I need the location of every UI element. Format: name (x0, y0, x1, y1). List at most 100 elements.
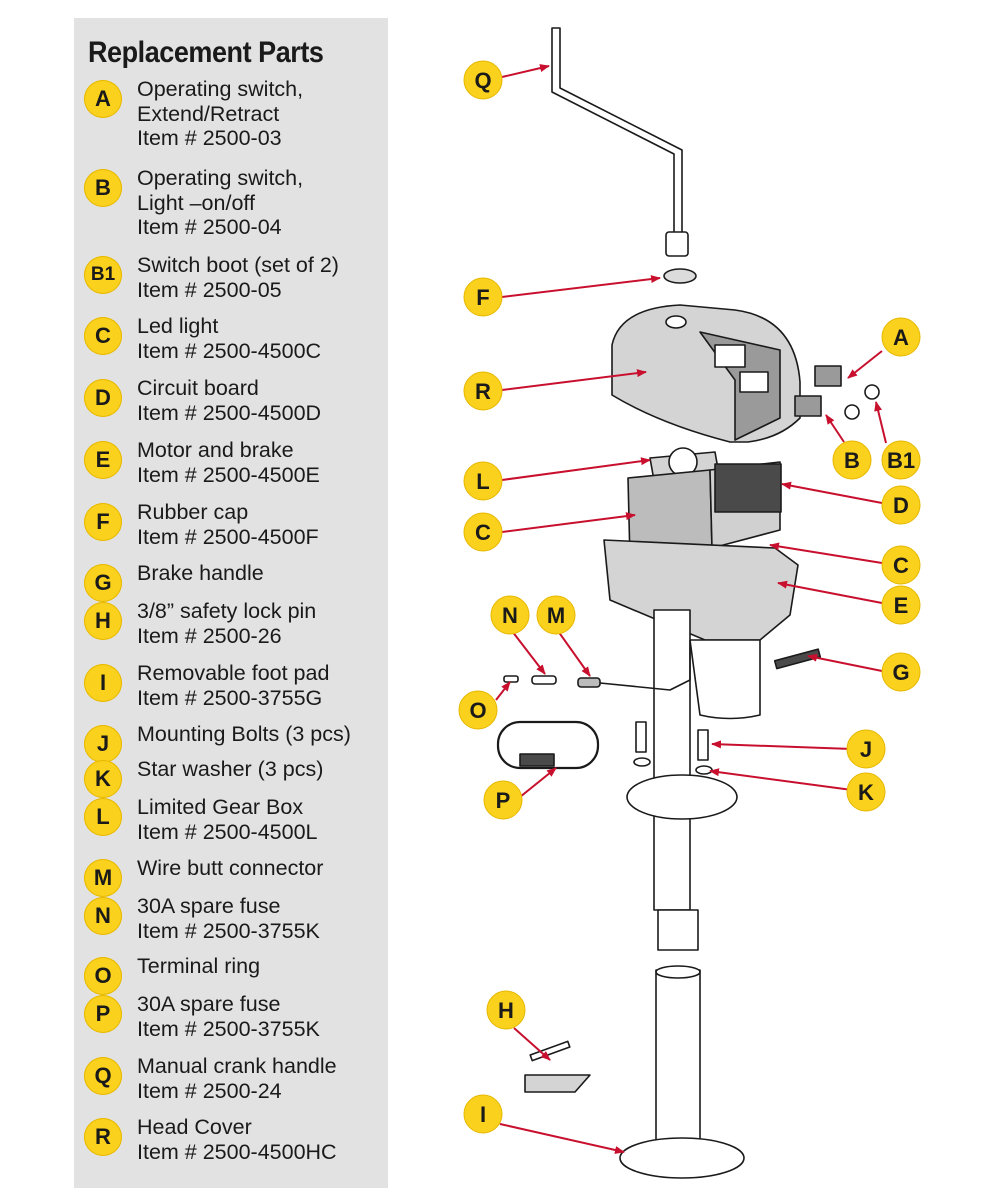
callout-badge-p (483, 780, 523, 820)
callout-badge-r (463, 371, 503, 411)
part-name: Wire butt connector (137, 856, 324, 880)
callout-badge-j (846, 729, 886, 769)
callout-badge-e (881, 585, 921, 625)
part-name: Operating switch, (137, 77, 304, 101)
part-name: Led light (137, 314, 219, 338)
callout-label-k: K (858, 780, 874, 805)
callout-label-c_right: C (893, 553, 909, 578)
callout-badge-f (463, 277, 503, 317)
callout-label-i: I (480, 1102, 486, 1127)
part-letter-badge: Q (84, 1057, 122, 1095)
part-name: Motor and brake (137, 438, 294, 462)
part-name: Brake handle (137, 561, 264, 585)
part-name: Removable foot pad (137, 661, 330, 685)
motor-body (603, 461, 799, 720)
part-letter-badge: F (84, 503, 122, 541)
part-name: Rubber cap (137, 500, 249, 524)
callout-badge-d (881, 485, 921, 525)
part-letter-badge: K (84, 760, 122, 798)
part-letter-badge: J (84, 725, 122, 763)
part-letter-badge: E (84, 441, 122, 479)
part-name: Star washer (3 pcs) (137, 757, 324, 781)
part-letter-badge: B (84, 169, 122, 207)
brake-handle (773, 648, 822, 670)
callout-badge-c_right (881, 545, 921, 585)
part-letter-badge: L (84, 798, 122, 836)
callout-label-o: O (469, 698, 486, 723)
callout-badge-a (881, 317, 921, 357)
part-name: Terminal ring (137, 954, 261, 978)
switches (794, 365, 880, 420)
part-item: Item # 2500-4500E (137, 462, 320, 487)
callout-badge-k (846, 772, 886, 812)
part-item: Item # 2500-03 (137, 126, 282, 150)
callout-label-g: G (892, 660, 909, 685)
part-name: 30A spare fuse (137, 992, 281, 1016)
lock-pin (524, 1040, 591, 1093)
part-letter-badge: I (84, 664, 122, 702)
part-name: Head Cover (137, 1115, 252, 1139)
part-name: Manual crank handle (137, 1054, 337, 1078)
callout-label-q: Q (474, 68, 491, 93)
part-name2: Light –on/off (137, 190, 255, 215)
foot-pad (619, 1137, 745, 1179)
callout-badge-b (832, 440, 872, 480)
callout-label-p: P (496, 788, 511, 813)
part-name: Circuit board (137, 376, 259, 400)
part-name: Limited Gear Box (137, 795, 304, 819)
callout-label-m: M (547, 603, 565, 628)
legend-title: Replacement Parts (88, 36, 324, 69)
wiring (503, 640, 691, 691)
rubber-cap (663, 268, 697, 284)
callout-badge-h (486, 990, 526, 1030)
callout-badge-i (463, 1094, 503, 1134)
callout-label-r: R (475, 379, 491, 404)
callout-badge-l (463, 461, 503, 501)
carabiner (496, 720, 600, 770)
callout-label-d: D (893, 493, 909, 518)
part-letter-badge: R (84, 1118, 122, 1156)
callout-badge-o (458, 690, 498, 730)
part-item: Item # 2500-4500F (137, 524, 319, 549)
part-item: Item # 2500-26 (137, 623, 282, 648)
callout-arrows (495, 64, 887, 1154)
head-cover (611, 304, 801, 443)
callout-label-h: H (498, 998, 514, 1023)
part-letter-badge: D (84, 379, 122, 417)
callout-badge-n (490, 595, 530, 635)
jack-drawing (496, 27, 880, 1179)
callout-label-c_left: C (475, 520, 491, 545)
part-name2: Extend/Retract (137, 101, 280, 126)
part-name: Mounting Bolts (3 pcs) (137, 722, 351, 746)
part-letter-badge: G (84, 564, 122, 602)
part-item: Item # 2500-4500L (137, 819, 318, 844)
part-letter-badge: P (84, 995, 122, 1033)
part-item: Item # 2500-04 (137, 215, 282, 239)
part-name: 3/8” safety lock pin (137, 599, 317, 623)
part-item: Item # 2500-4500C (137, 338, 322, 363)
legend-panel (74, 18, 388, 1188)
part-letter-badge: H (84, 602, 122, 640)
callout-badge-q (463, 60, 503, 100)
part-letter-badge: M (84, 859, 122, 897)
callout-label-l: L (476, 469, 489, 494)
mounting-plate (626, 774, 738, 820)
callout-label-f: F (476, 285, 489, 310)
part-item: Item # 2500-3755K (137, 1016, 320, 1041)
inner-tube (657, 909, 699, 951)
part-item: Item # 2500-4500HC (137, 1139, 337, 1164)
callout-badge-m (536, 595, 576, 635)
callout-label-a: A (893, 325, 909, 350)
part-item: Item # 2500-3755K (137, 918, 320, 943)
callout-label-j: J (860, 737, 872, 762)
part-name: 30A spare fuse (137, 894, 281, 918)
lower-tube (655, 969, 701, 1161)
part-item: Item # 2500-3755G (137, 685, 323, 710)
part-item: Item # 2500-4500D (137, 400, 322, 425)
part-letter-badge: C (84, 317, 122, 355)
part-letter-badge: N (84, 897, 122, 935)
callout-label-n: N (502, 603, 518, 628)
callout-badge-b1 (881, 440, 921, 480)
